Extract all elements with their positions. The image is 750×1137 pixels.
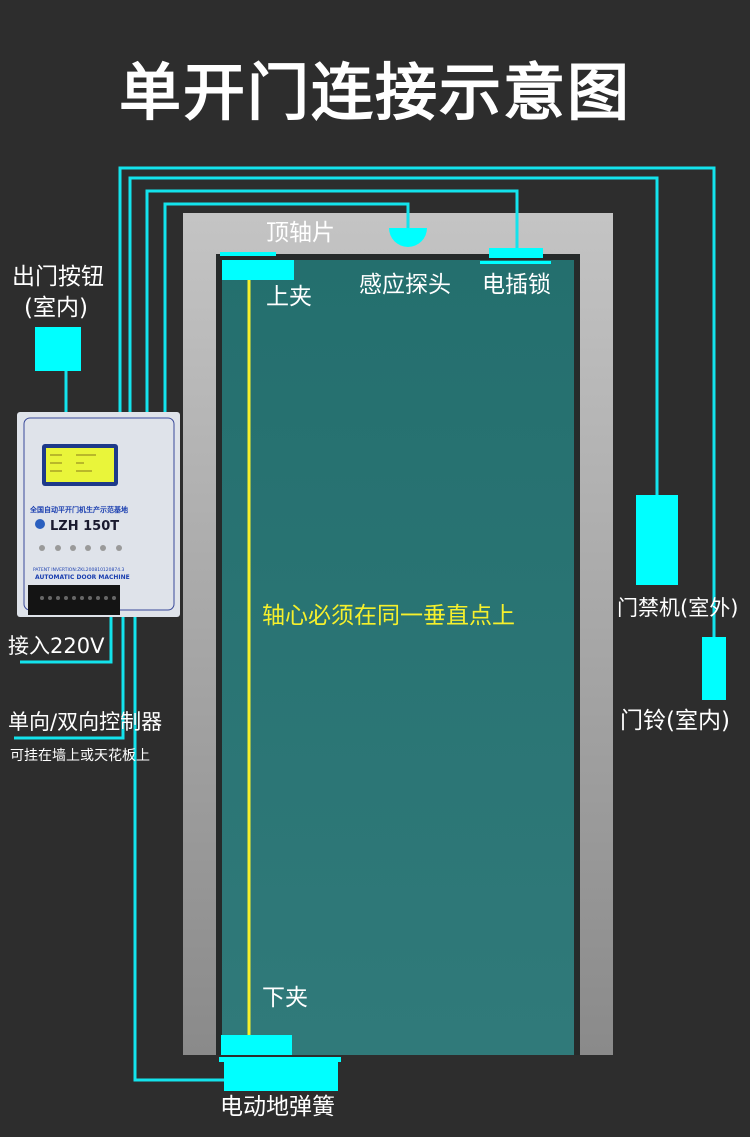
sensor-label: 感应探头 xyxy=(359,272,451,298)
sensor-wire xyxy=(163,202,410,415)
controller-label: 单向/双向控制器 xyxy=(8,710,163,734)
bottom-clamp xyxy=(221,1035,292,1055)
access-control-label: 门禁机(室外) xyxy=(617,596,739,620)
exit-button-box xyxy=(35,327,81,371)
electric-lock-label: 电插锁 xyxy=(482,272,551,298)
exit-button-label: 出门按钮 xyxy=(12,264,104,290)
exit-button-sublabel: (室内) xyxy=(24,295,88,321)
controller-caption: AUTOMATIC DOOR MACHINE xyxy=(35,574,130,581)
top-pivot-plate xyxy=(220,252,276,256)
top-clamp-label: 上夹 xyxy=(266,284,312,310)
controller-sublabel: 可挂在墙上或天花板上 xyxy=(10,748,150,764)
floor-spring-top xyxy=(219,1057,341,1062)
power-label: 接入220V xyxy=(8,634,105,658)
controller-unit xyxy=(17,412,180,617)
page-title: 单开门连接示意图 xyxy=(118,56,631,129)
power-wire xyxy=(20,615,113,664)
access-control-wire xyxy=(128,176,659,495)
sensor-icon xyxy=(389,228,427,247)
doorbell-box xyxy=(702,637,726,700)
axis-note: 轴心必须在同一垂直点上 xyxy=(262,603,515,629)
door-panel xyxy=(222,260,574,1055)
doorbell-label: 门铃(室内) xyxy=(620,708,730,734)
electric-lock-strip xyxy=(480,261,551,264)
controller-patent: PATENT INVERTION:ZKL200810120874.3 xyxy=(33,567,125,573)
top-clamp xyxy=(222,260,294,280)
bottom-clamp-label: 下夹 xyxy=(262,985,308,1011)
lock-wire xyxy=(145,189,519,415)
access-control-box xyxy=(636,495,678,585)
controller-slogan: 全国自动平开门机生产示范基地 xyxy=(29,505,128,514)
floor-spring-wire xyxy=(133,615,225,1082)
floor-spring-label: 电动地弹簧 xyxy=(220,1094,335,1120)
electric-lock-body xyxy=(489,248,543,258)
floor-spring xyxy=(224,1060,338,1091)
top-pivot-label: 顶轴片 xyxy=(266,220,335,246)
brand-logo-icon xyxy=(35,519,45,529)
controller-wire xyxy=(14,615,125,740)
controller-model: LZH 150T xyxy=(50,519,119,534)
doorbell-wire xyxy=(118,166,716,637)
